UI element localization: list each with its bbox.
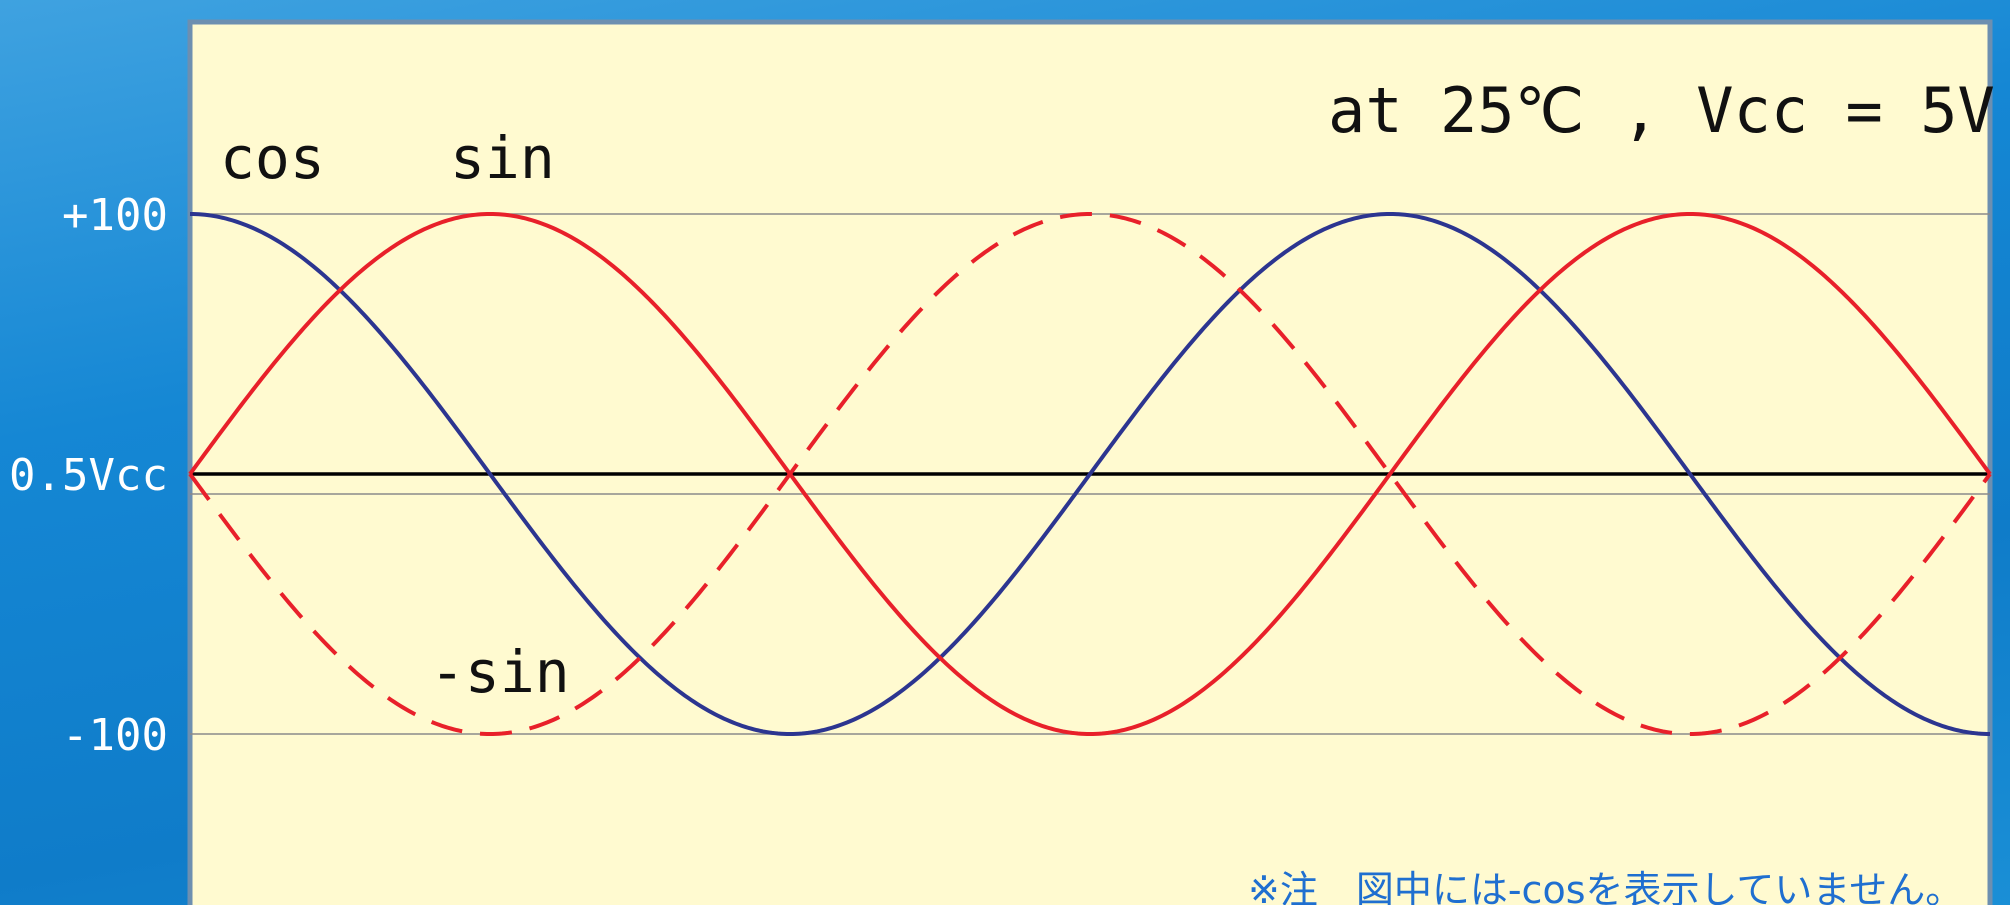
y-tick-labels: +100 0.5Vcc -100	[9, 190, 168, 761]
series-line-neg-sin	[188, 211, 1992, 737]
series-lines	[188, 211, 1992, 737]
series-label-cos: cos	[220, 124, 325, 192]
series-label-sin: sin	[450, 124, 555, 192]
plot-area	[187, 19, 1993, 905]
series-line-cos	[189, 211, 1991, 737]
condition-label: at 25℃ , Vcc = 5V	[1328, 74, 1995, 147]
y-tick-label: 0.5Vcc	[9, 450, 168, 501]
series-label-neg-sin: -sin	[430, 638, 570, 706]
series-line-sin	[188, 211, 1992, 737]
y-tick-label: -100	[62, 710, 168, 761]
y-tick-label: +100	[62, 190, 168, 241]
note-label: ※注 図中には-cosを表示していません。	[1248, 868, 1963, 905]
